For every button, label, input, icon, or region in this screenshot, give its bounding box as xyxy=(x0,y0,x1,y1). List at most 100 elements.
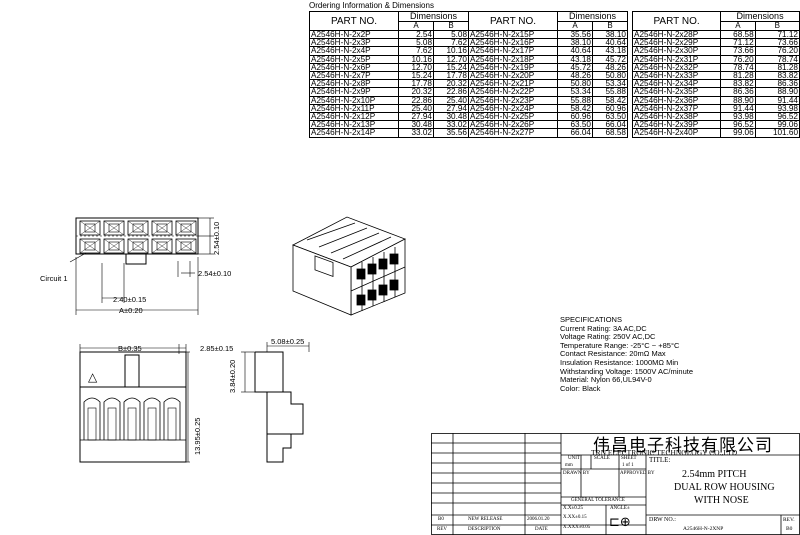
front-slot xyxy=(103,397,121,440)
dim-a-header: A xyxy=(557,21,593,31)
tolerance-3: X.XXX±0.05 xyxy=(563,525,591,530)
part-number: A2546H-N-2x39P xyxy=(631,120,722,130)
dim-b-value: 63.50 xyxy=(592,112,628,122)
dim-3.84: 3.84±0.20 xyxy=(228,359,237,393)
dim-b-value: 91.44 xyxy=(754,95,800,105)
dim-a-value: 71.12 xyxy=(720,38,756,48)
front-slot-inner xyxy=(127,407,137,441)
spec-line: Contact Resistance: 20mΩ Max xyxy=(560,349,666,359)
dim-a-value: 10.16 xyxy=(398,54,434,64)
cavity-diagonal xyxy=(175,238,197,254)
part-number: A2546H-N-2x22P xyxy=(468,87,558,97)
dimensions-header: Dimensions xyxy=(720,11,800,22)
part-number: A2546H-N-2x28P xyxy=(631,29,722,40)
spec-line: Insulation Resistance: 1000MΩ Min xyxy=(560,357,679,367)
contact-cavity xyxy=(175,238,197,254)
contact-window xyxy=(108,223,120,233)
dim-a-value: 38.10 xyxy=(557,38,593,48)
dim-a-value: 73.66 xyxy=(720,46,756,56)
specs-heading: SPECIFICATIONS xyxy=(560,315,622,324)
dim-b-value: 76.20 xyxy=(754,46,800,56)
part-number: A2546H-N-2x34P xyxy=(631,79,722,89)
title-line-3: WITH NOSE xyxy=(694,495,749,506)
dim-b: B±0.35 xyxy=(118,344,142,353)
dim-a-value: 17.78 xyxy=(398,79,434,89)
contact-cavity xyxy=(103,220,125,236)
spec-line: Current Rating: 3A AC,DC xyxy=(560,323,647,333)
spec-line: Material: Nylon 66,UL94V-0 xyxy=(560,375,652,385)
triangle-marker: △ xyxy=(88,370,98,384)
isometric-view-drawing xyxy=(292,216,406,316)
sheet-label: SHEET xyxy=(621,456,637,461)
dim-b-value: 50.80 xyxy=(592,71,628,81)
contact-cavity xyxy=(79,238,101,254)
dim-b-value: 81.28 xyxy=(754,62,800,73)
revision-code: B0 xyxy=(438,517,444,522)
contact-window xyxy=(108,241,120,251)
spec-line: Temperature Range: -25°C ~ +85°C xyxy=(560,340,680,350)
part-number: A2546H-N-2x8P xyxy=(309,79,399,89)
dim-b-value: 20.32 xyxy=(433,79,469,89)
front-slot xyxy=(143,397,161,440)
front-slot xyxy=(83,397,101,440)
dim-b-value: 7.62 xyxy=(433,38,469,48)
dim-a-value: 60.96 xyxy=(557,112,593,122)
dim-b-value: 78.74 xyxy=(754,54,800,64)
dim-b-value: 38.10 xyxy=(592,29,628,40)
contact-window xyxy=(156,241,168,251)
dim-b-value: 17.78 xyxy=(433,71,469,81)
part-number: A2546H-N-2x18P xyxy=(468,54,558,64)
dim-b-value: 33.02 xyxy=(433,120,469,130)
dim-b-value: 40.64 xyxy=(592,38,628,48)
front-slot-inner xyxy=(167,407,177,441)
contact-window xyxy=(84,241,96,251)
dim-a: A±0.20 xyxy=(119,306,143,315)
circuit-1-label: Circuit 1 xyxy=(40,274,68,283)
cavity-diagonal xyxy=(175,220,197,236)
dim-2.85: 2.85±0.15 xyxy=(200,344,234,353)
part-number: A2546H-N-2x40P xyxy=(631,128,722,138)
title-line-1: 2.54mm PITCH xyxy=(682,469,747,480)
dim-a-value: 35.56 xyxy=(557,29,593,40)
rev-label: REV. xyxy=(783,517,795,523)
dim-b-value: 45.72 xyxy=(592,54,628,64)
drawn-by-label: DRAWN BY xyxy=(563,471,590,476)
spec-line: Voltage Rating: 250V AC,DC xyxy=(560,332,656,342)
tolerance-2: X.XX±0.15 xyxy=(563,515,587,520)
part-number: A2546H-N-2x29P xyxy=(631,38,722,48)
dim-a-value: 43.18 xyxy=(557,54,593,64)
dim-b-value: 12.70 xyxy=(433,54,469,64)
sheet-value: 1 of 1 xyxy=(622,463,634,468)
front-slot-inner xyxy=(107,407,117,441)
dim-b-value: 35.56 xyxy=(433,128,469,138)
part-number: A2546H-N-2x16P xyxy=(468,38,558,48)
dim-a-value: 53.34 xyxy=(557,87,593,97)
company-english-name: TRN ELECTRONIC TECHNOLOGY CO.,LTD xyxy=(591,448,738,457)
dim-b-value: 86.36 xyxy=(754,79,800,89)
part-number: A2546H-N-2x3P xyxy=(309,38,399,48)
part-no-header: PART NO. xyxy=(631,11,722,31)
scale-label: SCALE xyxy=(594,456,610,461)
dim-b-header: B xyxy=(754,21,800,31)
contact-window xyxy=(84,223,96,233)
drawing-number-label: DRW NO.: xyxy=(649,517,676,523)
